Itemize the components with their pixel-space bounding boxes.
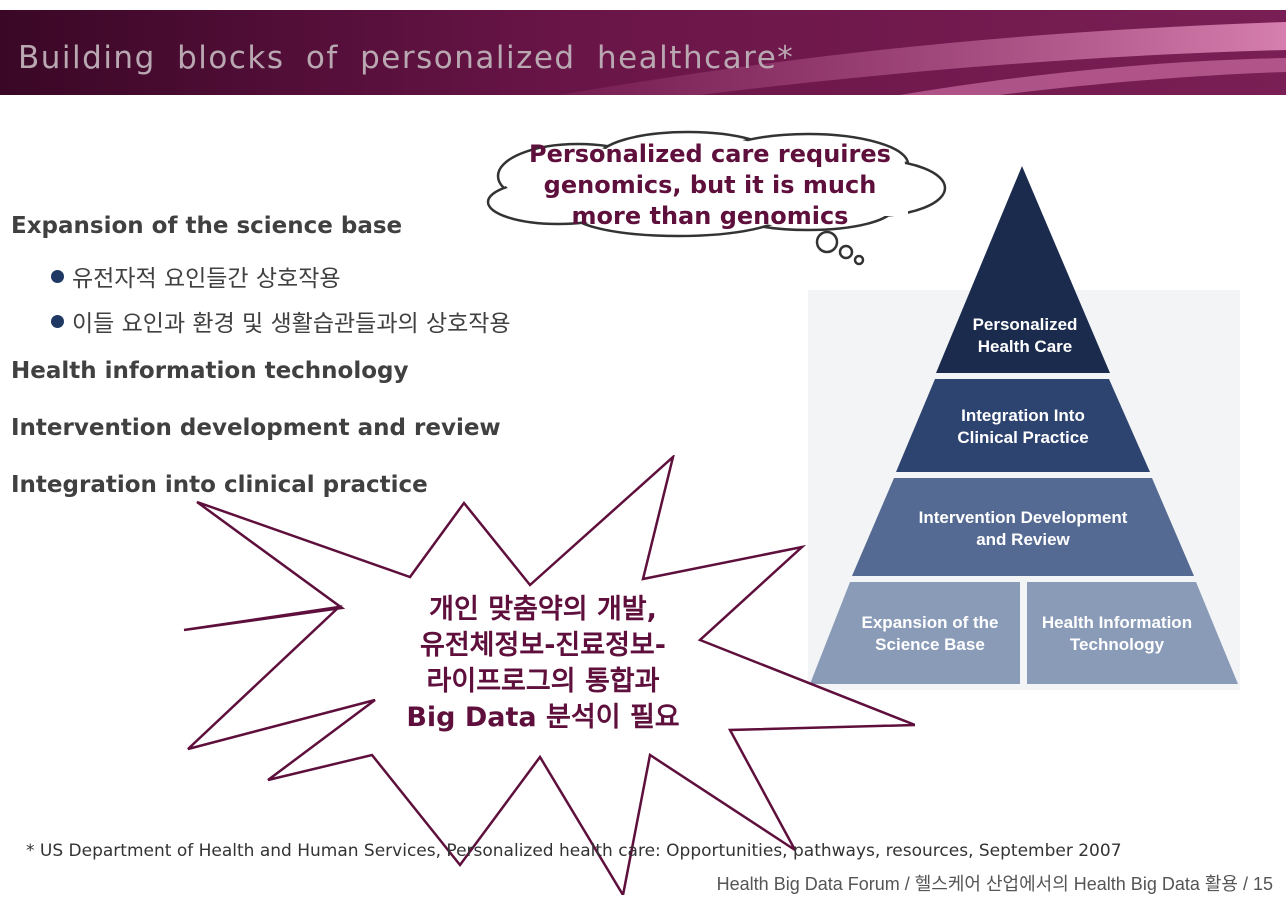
footnote: * US Department of Health and Human Serv… (26, 841, 1122, 861)
burst-line: 개인 맞춤약의 개발, (429, 594, 657, 625)
pyramid-tier-1 (936, 166, 1110, 373)
thought-cloud-shape (486, 130, 947, 266)
bullet-health-it: Health information technology (11, 358, 409, 384)
header-background (0, 10, 1286, 95)
burst-line: Big Data 분석이 필요 (406, 702, 680, 733)
pyramid-label-line: Technology (1069, 635, 1165, 654)
sub-bullet-1: 유전자적 요인들간 상호작용 (51, 259, 341, 293)
cloud-callout-text: Personalized care requires genomics, but… (515, 139, 905, 232)
pyramid-tier-4-right (1027, 582, 1238, 684)
sub-bullet-2-text: 이들 요인과 환경 및 생활습관들과의 상호작용 (72, 311, 511, 337)
pyramid-label-line: Health Care (977, 337, 1073, 356)
pyramid-label-line: Clinical Practice (957, 428, 1089, 447)
pyramid-tier-4-left (810, 582, 1020, 684)
burst-line: 유전체정보-진료정보- (420, 630, 666, 661)
burst-callout-text: 개인 맞춤약의 개발, 유전체정보-진료정보- 라이프로그의 통합과 Big D… (373, 592, 713, 736)
bullet-science-base: Expansion of the science base (11, 213, 403, 239)
bullet-intervention: Intervention development and review (11, 415, 501, 441)
pyramid-label-line: Science Base (875, 635, 985, 654)
pyramid-label-line: and Review (976, 530, 1070, 549)
cloud-line: more than genomics (571, 202, 849, 230)
pyramid-tier-3 (852, 478, 1194, 576)
sub-bullet-2: 이들 요인과 환경 및 생활습관들과의 상호작용 (51, 304, 511, 338)
pyramid-label-personalized: Personalized Health Care (940, 314, 1110, 358)
healthcare-pyramid (808, 166, 1240, 690)
cloud-line: Personalized care requires (529, 140, 891, 168)
burst-line: 라이프로그의 통합과 (426, 666, 660, 697)
sub-bullet-1-text: 유전자적 요인들간 상호작용 (72, 266, 341, 292)
explosion-burst-shape (183, 455, 915, 895)
pyramid-label-line: Health Information (1041, 613, 1193, 632)
pyramid-label-intervention: Intervention Development and Review (898, 507, 1148, 551)
pyramid-label-health-it: Health Information Technology (1032, 612, 1202, 656)
pyramid-label-line: Integration Into (961, 406, 1085, 425)
bullet-dot-icon (51, 269, 64, 283)
bullet-integration: Integration into clinical practice (11, 472, 428, 498)
pyramid-label-line: Personalized (972, 315, 1078, 334)
bullet-dot-icon (51, 314, 64, 328)
cloud-line: genomics, but it is much (543, 171, 877, 199)
pyramid-tier-2 (896, 379, 1150, 472)
pyramid-label-science-base: Expansion of the Science Base (850, 612, 1010, 656)
page-title: Building blocks of personalized healthca… (18, 40, 795, 76)
pyramid-label-line: Expansion of the (861, 613, 999, 632)
pyramid-label-line: Intervention Development (918, 508, 1128, 527)
header-banner: Building blocks of personalized healthca… (0, 10, 1286, 95)
pyramid-label-integration: Integration Into Clinical Practice (923, 405, 1123, 449)
slide-footer: Health Big Data Forum / 헬스케어 산업에서의 Healt… (716, 874, 1273, 894)
